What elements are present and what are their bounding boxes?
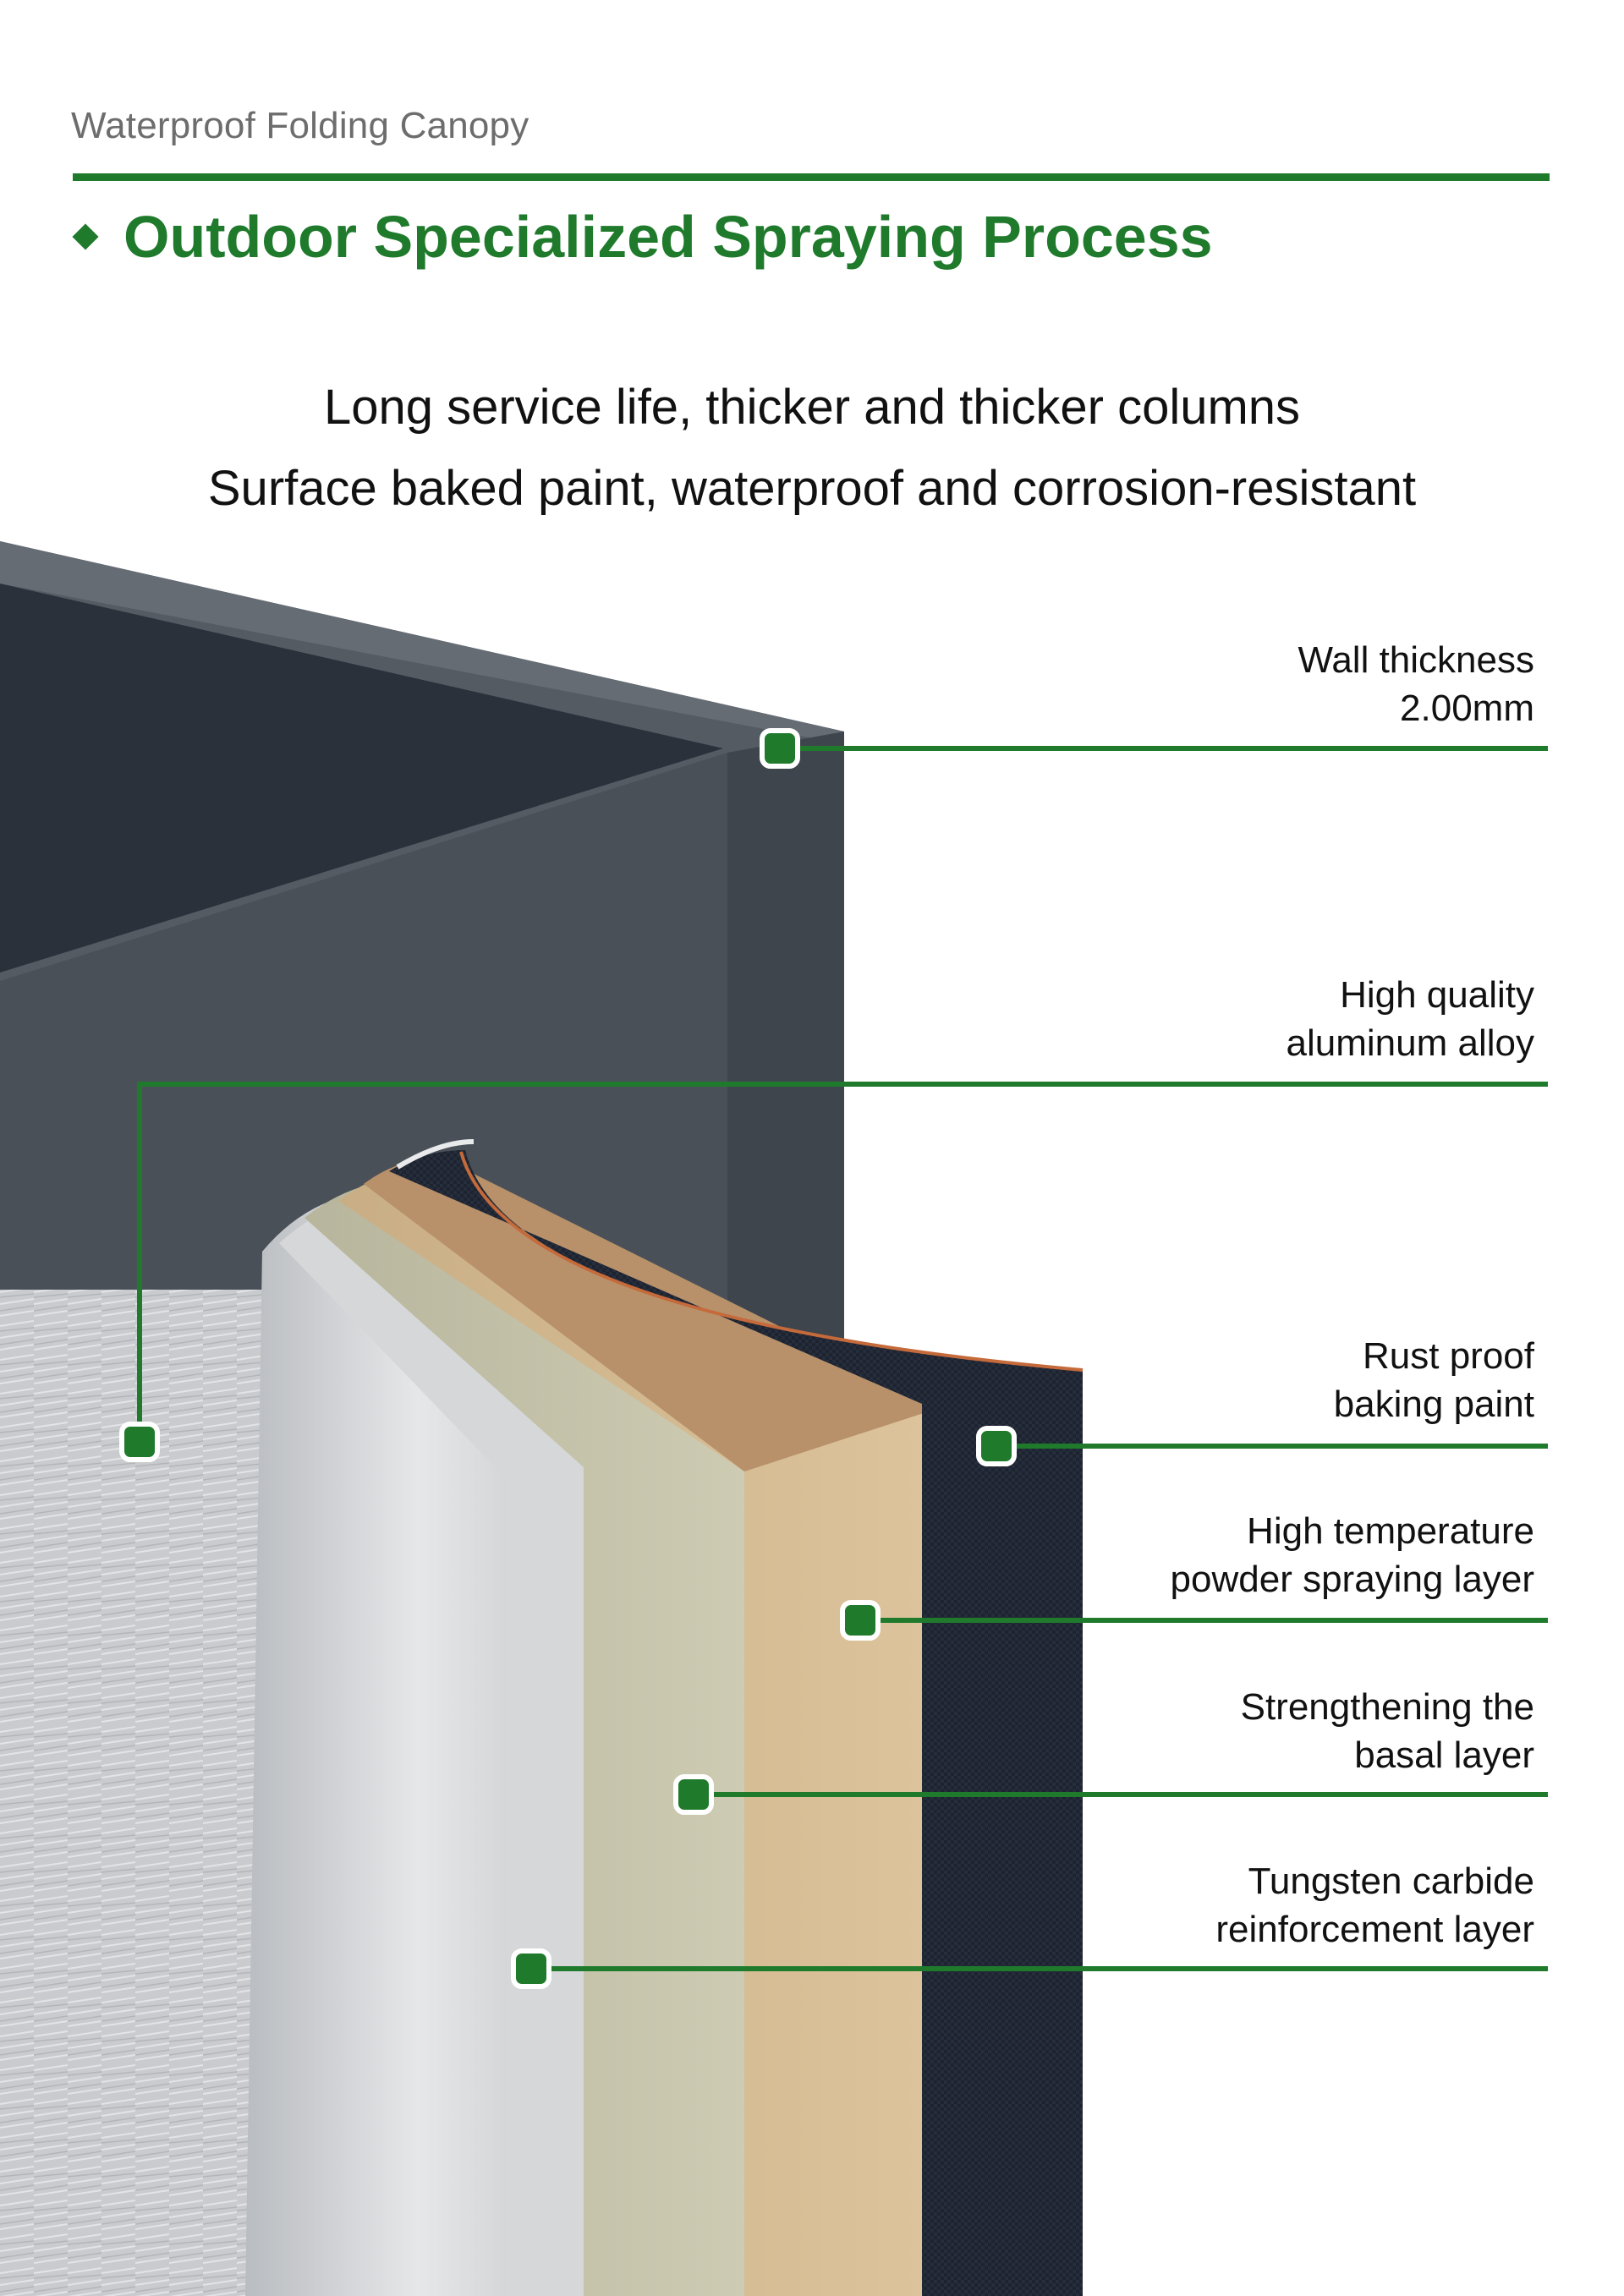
callout-line: 2.00mm bbox=[1400, 688, 1534, 729]
callout-line: Rust proof bbox=[1363, 1335, 1534, 1377]
marker-basal-layer bbox=[673, 1774, 714, 1815]
marker-rust-proof bbox=[976, 1426, 1017, 1466]
subtitle-line-2: Surface baked paint, waterproof and corr… bbox=[207, 461, 1417, 516]
header-rule bbox=[73, 173, 1550, 181]
marker-aluminum-alloy bbox=[119, 1422, 160, 1462]
section-heading: Outdoor Specialized Spraying Process bbox=[71, 203, 1213, 271]
callout-rust-proof: Rust proof baking paint bbox=[1334, 1332, 1534, 1428]
marker-powder-layer bbox=[840, 1600, 881, 1641]
callout-powder-layer: High temperature powder spraying layer bbox=[1171, 1507, 1534, 1603]
callout-line: powder spraying layer bbox=[1170, 1559, 1534, 1600]
callout-basal-layer: Strengthening the basal layer bbox=[1241, 1683, 1534, 1779]
callout-tungsten-layer: Tungsten carbide reinforcement layer bbox=[1215, 1857, 1534, 1954]
leader-lines bbox=[137, 746, 1548, 1971]
callout-markers bbox=[119, 728, 1017, 1989]
square-profile bbox=[0, 541, 844, 1378]
marker-wall-thickness bbox=[760, 728, 800, 769]
callout-line: Tungsten carbide bbox=[1248, 1860, 1534, 1902]
callout-line: baking paint bbox=[1333, 1384, 1534, 1425]
coating-layers bbox=[245, 1139, 1084, 2296]
callout-line: Wall thickness bbox=[1298, 639, 1534, 681]
page-title: Outdoor Specialized Spraying Process bbox=[123, 204, 1213, 270]
callout-line: Strengthening the bbox=[1240, 1686, 1534, 1728]
callout-line: High temperature bbox=[1247, 1510, 1534, 1552]
callout-line: reinforcement layer bbox=[1215, 1909, 1534, 1950]
brand-label: Waterproof Folding Canopy bbox=[71, 105, 529, 146]
callout-line: basal layer bbox=[1354, 1734, 1534, 1776]
subtitle-line-1: Long service life, thicker and thicker c… bbox=[323, 380, 1301, 435]
marker-tungsten-layer bbox=[511, 1948, 551, 1989]
callout-aluminum-alloy: High quality aluminum alloy bbox=[1287, 971, 1534, 1067]
callout-wall-thickness: Wall thickness 2.00mm bbox=[1298, 636, 1534, 732]
callout-line: aluminum alloy bbox=[1286, 1022, 1534, 1064]
callout-line: High quality bbox=[1340, 974, 1534, 1016]
